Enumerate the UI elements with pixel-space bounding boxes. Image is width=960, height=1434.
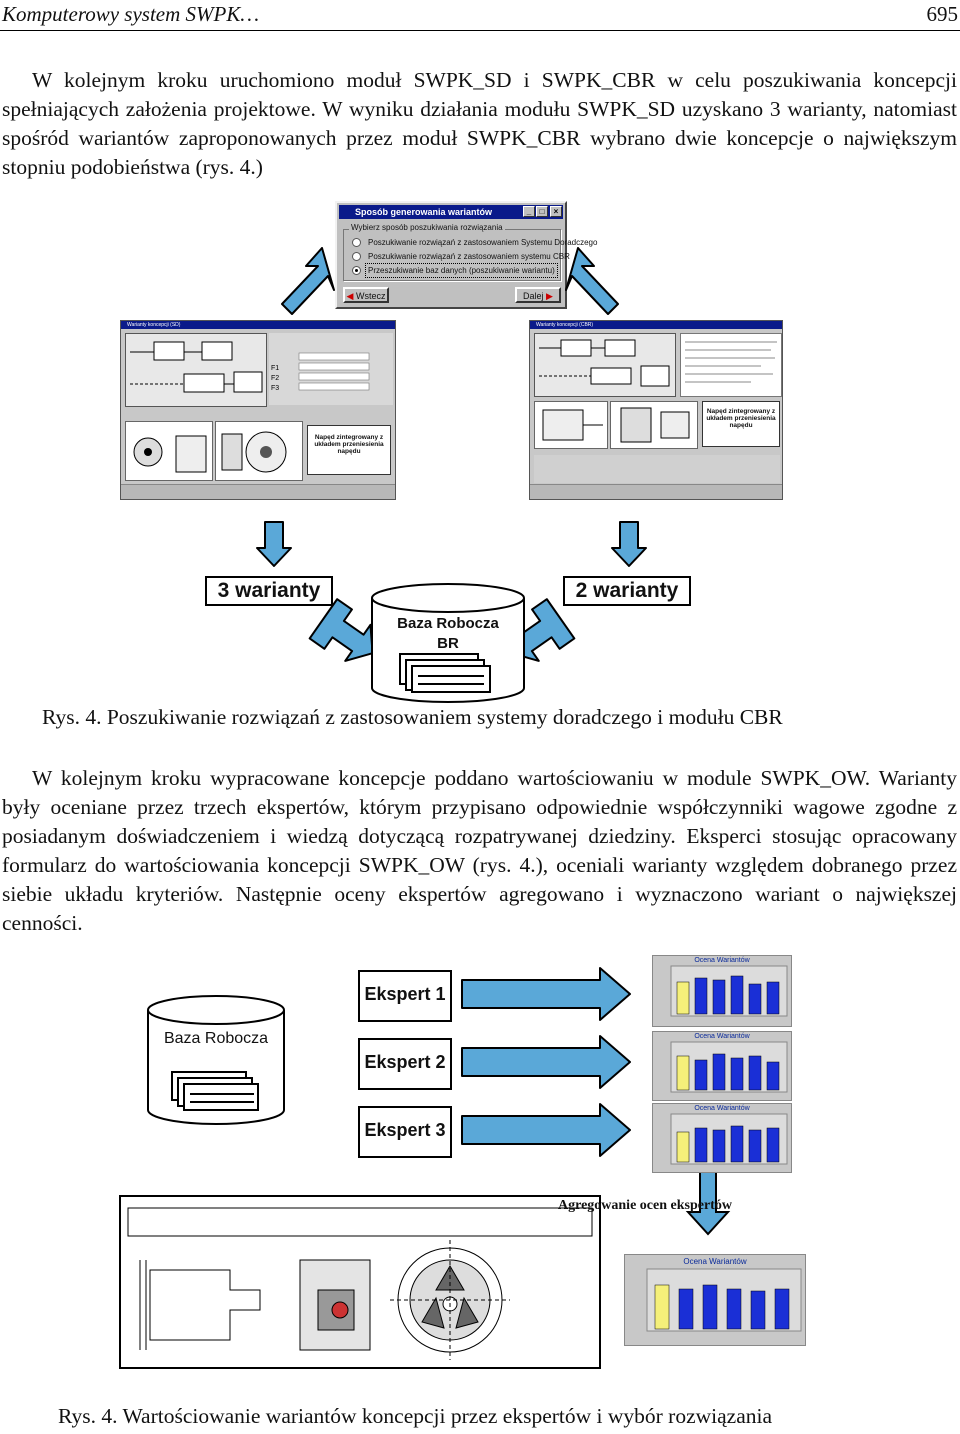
- cbr-variants-window: Warianty koncepcji (CBR) Napęd zintegrow…: [529, 320, 783, 500]
- db2-records-icon: [171, 1071, 259, 1111]
- sd-variant-image-2: [215, 421, 303, 481]
- arrow-down-left: [256, 521, 292, 567]
- option-cbr-system[interactable]: Poszukiwanie rozwiązań z zastosowaniem s…: [352, 249, 573, 262]
- body-paragraph-2: W kolejnym kroku wypracowane koncepcje p…: [2, 766, 957, 935]
- maximize-button[interactable]: □: [536, 206, 548, 217]
- dialog-title: Sposób generowania wariantów: [355, 207, 493, 217]
- minimize-button[interactable]: _: [523, 206, 535, 217]
- arrow-expert3-chart: [461, 1103, 631, 1157]
- db-br-label: Baza Robocza BR: [397, 615, 499, 652]
- sd-note-box: Napęd zintegrowany z układem przeniesien…: [307, 425, 391, 475]
- generation-method-dialog: Sposób generowania wariantów _ □ × Wybie…: [335, 201, 597, 309]
- back-arrow-icon: ◀: [346, 291, 354, 301]
- figure2-graphics: [119, 967, 731, 1369]
- back-button[interactable]: ◀ Wstecz: [343, 287, 389, 303]
- next-button[interactable]: Dalej ▶: [515, 287, 561, 303]
- figure1-arrows: [256, 247, 647, 703]
- technical-drawing-chuck: [390, 1240, 510, 1360]
- expert-1-chart: Ocena Wariantów: [652, 955, 792, 1027]
- expert-3-box: Ekspert 3: [358, 1106, 452, 1158]
- option-database-search[interactable]: Przeszukiwanie baz danych (poszukiwanie …: [352, 263, 558, 278]
- aggregated-chart: Ocena Wariantów: [624, 1254, 806, 1346]
- figure1-caption: Rys. 4. Poszukiwanie rozwiązań z zastoso…: [42, 705, 783, 729]
- page-number: 695: [926, 2, 959, 26]
- expert-3-chart-title: Ocena Wariantów: [694, 1105, 750, 1112]
- cbr-variant-image-2: [610, 401, 698, 449]
- technical-drawing-2: [299, 1259, 371, 1351]
- radio-icon: [352, 252, 361, 262]
- running-title: Komputerowy system SWPK…: [2, 2, 260, 26]
- figure2-caption: Rys. 4. Wartościowanie wariantów koncepc…: [58, 1404, 773, 1428]
- expert-2-chart-title: Ocena Wariantów: [694, 1033, 750, 1040]
- cbr-window-title: Warianty koncepcji (CBR): [530, 321, 782, 329]
- cbr-structure-diagram: [534, 333, 676, 397]
- expert-1-chart-title: Ocena Wariantów: [694, 957, 750, 964]
- expert-1-box: Ekspert 1: [358, 970, 452, 1022]
- svg-text:F3: F3: [271, 385, 279, 392]
- option-advisory-system[interactable]: Poszukiwanie rozwiązań z zastosowaniem S…: [352, 235, 600, 248]
- arrow-expert1-chart: [461, 967, 631, 1021]
- cbr-options-area: [534, 455, 780, 483]
- label-2-variants: 2 warianty: [563, 576, 691, 606]
- aggregated-chart-title: Ocena Wariantów: [683, 1257, 747, 1266]
- body-paragraph-1: W kolejnym kroku uruchomiono moduł SWPK_…: [2, 68, 957, 179]
- radio-selected-icon: [352, 266, 361, 276]
- arrow-expert2-chart: [461, 1035, 631, 1089]
- page-header: Komputerowy system SWPK… 695: [0, 0, 960, 31]
- option-group: Wybierz sposób poszukiwania rozwiązania …: [343, 223, 597, 281]
- label-3-variants: 3 warianty: [205, 576, 333, 606]
- db-records-icon: [399, 653, 491, 693]
- radio-icon: [352, 238, 361, 248]
- svg-text:F2: F2: [271, 375, 279, 382]
- next-arrow-icon: ▶: [546, 291, 553, 301]
- technical-drawing-1: [139, 1260, 261, 1350]
- sd-toolbar: [121, 484, 395, 499]
- dialog-titlebar: Sposób generowania wariantów _ □ ×: [339, 205, 563, 219]
- expert-2-box: Ekspert 2: [358, 1038, 452, 1090]
- db-label-figure2: Baza Robocza: [163, 1030, 269, 1047]
- svg-text:F1: F1: [271, 365, 279, 372]
- option-group-label: Wybierz sposób poszukiwania rozwiązania: [349, 223, 505, 232]
- close-button[interactable]: ×: [550, 206, 562, 217]
- arrow-to-sd-window: [281, 247, 335, 315]
- arrow-to-cbr-window: [565, 247, 619, 315]
- aggregate-label: Agregowanie ocen ekspertów: [558, 1198, 732, 1213]
- arrow-into-db-right: [510, 598, 576, 662]
- sd-window-title: Warianty koncepcji (SD): [121, 321, 395, 329]
- expert-2-chart: Ocena Wariantów: [652, 1031, 792, 1101]
- cbr-note-box: Napęd zintegrowany z układem przeniesien…: [702, 401, 780, 447]
- expert-3-chart: Ocena Wariantów: [652, 1103, 792, 1173]
- cbr-description-text: [680, 333, 782, 397]
- cbr-toolbar: [530, 484, 782, 499]
- arrow-down-right: [611, 521, 647, 567]
- cbr-variant-image-1: [534, 401, 608, 449]
- arrow-into-db-left: [308, 598, 374, 662]
- sd-variant-image-1: [125, 421, 213, 481]
- sd-structure-diagram: [125, 333, 267, 407]
